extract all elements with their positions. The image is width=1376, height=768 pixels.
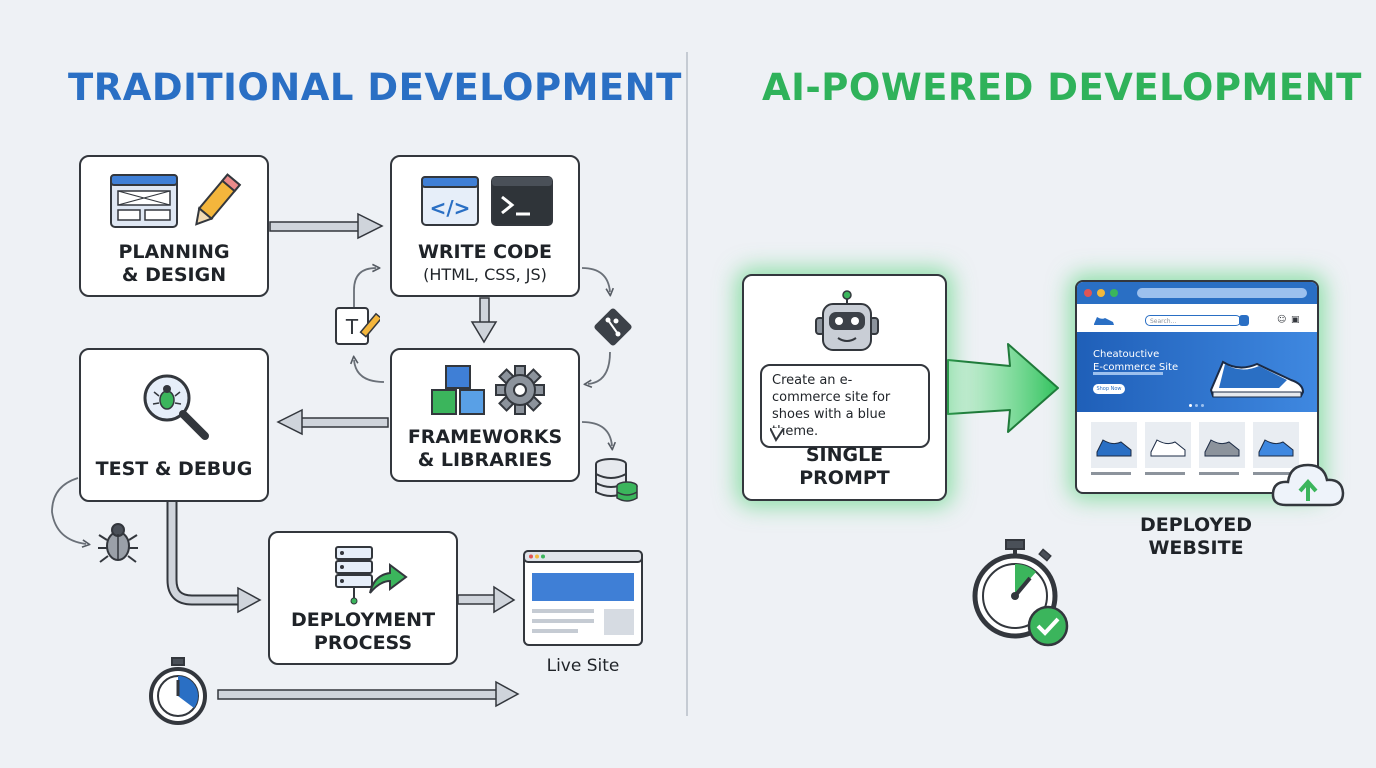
- wireframe-icon: [110, 174, 178, 228]
- product-caption: [1091, 472, 1131, 475]
- arrow-frameworks-to-test: [276, 408, 389, 436]
- database-icon: [595, 458, 638, 502]
- hero-shop-button[interactable]: Shop Now: [1093, 384, 1125, 394]
- hero-subtext: [1093, 372, 1163, 375]
- deployment-label: DEPLOYMENT PROCESS: [290, 609, 436, 654]
- user-icon[interactable]: ☺: [1277, 315, 1287, 325]
- product-caption: [1253, 472, 1293, 475]
- live-site-label: Live Site: [546, 656, 620, 676]
- close-dot: [1084, 289, 1092, 297]
- browser-titlebar: [1077, 282, 1317, 304]
- panel-divider: [686, 52, 688, 716]
- write-code-sublabel: (HTML, CSS, JS): [423, 265, 547, 284]
- write-code-box: </> WRITE CODE (HTML, CSS, JS): [390, 155, 580, 297]
- git-icon: [594, 308, 632, 346]
- minimize-dot: [1097, 289, 1105, 297]
- product-card[interactable]: [1199, 422, 1245, 468]
- arrow-planning-to-code: [269, 212, 384, 240]
- svg-text:</>: </>: [430, 196, 471, 220]
- arrow-deploy-to-live: [457, 585, 516, 614]
- loop-arrow-4: [588, 351, 611, 384]
- cloud-upload-icon: [1271, 463, 1345, 507]
- loop-arrow-3: [581, 267, 610, 292]
- terminal-icon: [491, 176, 553, 226]
- timeline-arrow: [217, 680, 520, 708]
- address-bar[interactable]: [1137, 288, 1307, 298]
- deployed-website-mockup: Search... ☺ ▣ Cheatouctive E-commerce Si…: [1075, 280, 1319, 494]
- arrow-code-to-frameworks: [470, 297, 498, 344]
- check-icon: [1027, 605, 1069, 647]
- product-grid: [1091, 422, 1311, 482]
- single-prompt-box: Create an e-commerce site for shoes with…: [742, 274, 947, 501]
- ai-title: AI-POWERED DEVELOPMENT: [762, 66, 1362, 109]
- cart-icon[interactable]: ▣: [1291, 315, 1300, 325]
- bug-search-icon: [143, 374, 209, 440]
- prompt-bubble: Create an e-commerce site for shoes with…: [760, 364, 930, 448]
- browser-icon: [523, 550, 643, 646]
- test-debug-label: TEST & DEBUG: [95, 458, 253, 480]
- product-card[interactable]: [1253, 422, 1299, 468]
- robot-icon: [815, 290, 879, 351]
- loop-arrow-5: [581, 421, 612, 446]
- arrow-test-to-deploy: [166, 502, 262, 614]
- server-upload-icon: [335, 546, 408, 605]
- pencil-icon: [195, 173, 242, 226]
- test-debug-box: TEST & DEBUG: [79, 348, 269, 502]
- green-flow-arrow: [947, 343, 1059, 433]
- loop-arrow-1: [353, 268, 376, 318]
- bubble-tail: [770, 428, 785, 442]
- write-code-label: WRITE CODE: [417, 241, 553, 263]
- gear-icon: [495, 365, 545, 415]
- planning-box: PLANNING & DESIGN: [79, 155, 269, 297]
- carousel-dots[interactable]: [1189, 404, 1209, 407]
- svg-text:T: T: [345, 315, 359, 339]
- product-caption: [1145, 472, 1185, 475]
- search-icon[interactable]: [1239, 315, 1249, 326]
- maximize-dot: [1110, 289, 1118, 297]
- product-card[interactable]: [1145, 422, 1191, 468]
- deployment-box: DEPLOYMENT PROCESS: [268, 531, 458, 665]
- hero-title: Cheatouctive E-commerce Site: [1093, 349, 1179, 373]
- product-caption: [1199, 472, 1239, 475]
- bug-icon: [98, 523, 138, 563]
- single-prompt-label: SINGLE PROMPT: [799, 444, 890, 489]
- planning-label: PLANNING & DESIGN: [118, 241, 230, 286]
- site-search-input[interactable]: Search...: [1145, 315, 1241, 326]
- hero-banner: Cheatouctive E-commerce Site Shop Now: [1077, 332, 1317, 412]
- frameworks-label: FRAMEWORKS & LIBRARIES: [407, 426, 563, 471]
- deployed-website-label: DEPLOYED WEBSITE: [1139, 514, 1253, 559]
- text-edit-icon: T: [335, 307, 380, 345]
- hero-shoe-image: [1209, 360, 1305, 398]
- loop-arrow-6: [51, 477, 86, 544]
- traditional-title: TRADITIONAL DEVELOPMENT: [68, 66, 682, 109]
- loop-arrow-2: [354, 360, 385, 383]
- code-window-icon: </>: [421, 176, 479, 226]
- shoe-logo-icon: [1094, 317, 1114, 325]
- stopwatch-icon: [149, 657, 207, 725]
- frameworks-box: FRAMEWORKS & LIBRARIES: [390, 348, 580, 482]
- cubes-icon: [431, 365, 485, 415]
- product-card[interactable]: [1091, 422, 1137, 468]
